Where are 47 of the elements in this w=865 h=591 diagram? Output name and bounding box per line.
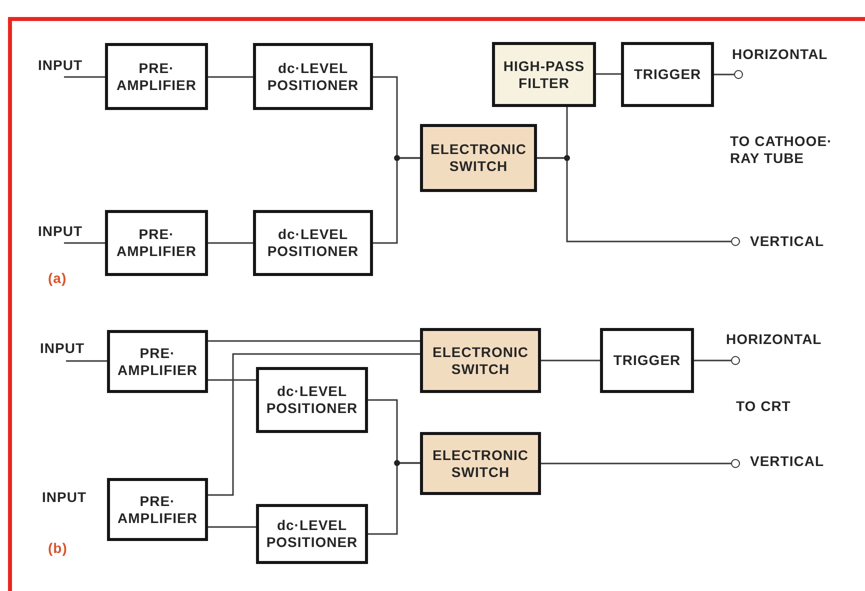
panel-label: (b) bbox=[48, 540, 68, 557]
output-terminal bbox=[731, 237, 740, 246]
wire bbox=[64, 76, 105, 78]
circuit-block: PRE· AMPLIFIER bbox=[107, 330, 208, 393]
circuit-block: HIGH-PASS FILTER bbox=[492, 42, 596, 107]
circuit-block: ELECTRONIC SWITCH bbox=[420, 432, 541, 495]
circuit-block: ELECTRONIC SWITCH bbox=[420, 124, 537, 192]
output-label: HORIZONTAL bbox=[732, 46, 828, 63]
wire bbox=[208, 242, 253, 244]
wire bbox=[208, 526, 256, 528]
output-label: VERTICAL bbox=[750, 233, 824, 250]
wire bbox=[208, 379, 256, 381]
output-terminal bbox=[734, 70, 743, 79]
circuit-block: dc·LEVEL POSITIONER bbox=[256, 504, 368, 564]
input-label: INPUT bbox=[38, 223, 82, 240]
input-label: INPUT bbox=[40, 340, 84, 357]
output-terminal bbox=[731, 356, 740, 365]
output-label: VERTICAL bbox=[750, 453, 824, 470]
circuit-block: dc·LEVEL POSITIONER bbox=[253, 43, 373, 110]
circuit-block: PRE· AMPLIFIER bbox=[105, 43, 208, 110]
circuit-block: dc·LEVEL POSITIONER bbox=[253, 210, 373, 276]
wire bbox=[368, 462, 420, 535]
circuit-block: ELECTRONIC SWITCH bbox=[420, 328, 541, 393]
wire bbox=[64, 242, 105, 244]
panel-label: (a) bbox=[48, 270, 67, 287]
wire bbox=[537, 157, 731, 242]
wire bbox=[541, 360, 600, 362]
wire bbox=[694, 360, 731, 362]
wire bbox=[66, 360, 107, 362]
input-label: INPUT bbox=[42, 489, 86, 506]
output-terminal bbox=[731, 459, 740, 468]
output-label: HORIZONTAL bbox=[726, 331, 822, 348]
note-text: TO CRT bbox=[736, 398, 791, 415]
wire bbox=[541, 462, 731, 464]
wire bbox=[208, 76, 253, 78]
wire bbox=[208, 353, 420, 496]
circuit-block: TRIGGER bbox=[600, 328, 694, 393]
wire bbox=[714, 74, 734, 76]
wire bbox=[373, 157, 420, 244]
circuit-block: PRE· AMPLIFIER bbox=[105, 210, 208, 276]
circuit-block: PRE· AMPLIFIER bbox=[107, 478, 208, 541]
wire bbox=[596, 73, 621, 75]
circuit-block: TRIGGER bbox=[621, 42, 714, 107]
note-text: TO CATHOOE· RAY TUBE bbox=[730, 133, 834, 167]
input-label: INPUT bbox=[38, 57, 82, 74]
circuit-block: dc·LEVEL POSITIONER bbox=[256, 367, 368, 433]
wire bbox=[208, 340, 420, 342]
